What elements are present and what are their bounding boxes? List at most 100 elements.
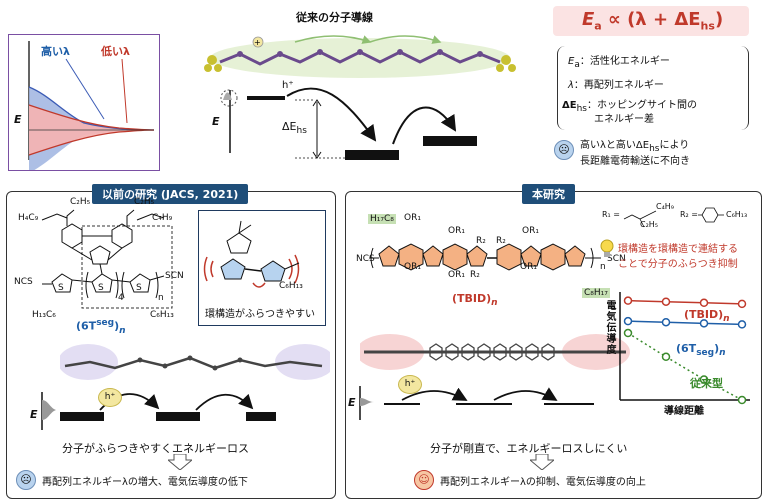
left-energy-label: E <box>30 408 38 421</box>
energy-axis-label: E <box>14 113 22 126</box>
c2h5-left: C₂H₅ <box>70 197 91 207</box>
c8h17-label: C₈H₁₇ <box>582 288 610 298</box>
series-line-1 <box>627 320 743 326</box>
conductivity-chart <box>619 292 750 405</box>
r1-c2h5: C₂H₅ <box>640 220 659 229</box>
ncs-right: NCS <box>356 254 375 264</box>
c4h9-right: C₄H₉ <box>152 213 173 223</box>
left-caption: 分子がふらつきやすくエネルギーロス <box>62 442 249 455</box>
series-2-point-1 <box>661 352 671 362</box>
r2-c6h13: C₆H₁₃ <box>726 210 748 219</box>
previous-study-panel <box>6 191 336 499</box>
series-label-conventional: 従来型 <box>690 377 723 390</box>
right-energy-label: E <box>348 396 356 409</box>
series-line-0 <box>627 299 743 305</box>
conclusion-line2: 長距離電荷輸送に不向き <box>580 156 690 167</box>
subscript-4: 4 <box>118 293 124 303</box>
series-2-point-3 <box>737 395 747 405</box>
tip-line2: ことで分子のふらつき抑制 <box>618 259 738 270</box>
top-hopping-diagram <box>220 87 477 160</box>
series-0-point-1 <box>661 297 671 306</box>
tbid-label: (TBID)n <box>452 292 498 309</box>
high-lambda-label: 高いλ <box>41 45 70 58</box>
chart-xlabel: 導線距離 <box>664 406 704 417</box>
scn-left: SCN <box>165 271 184 281</box>
c6h13-left: H₁₃C₆ <box>32 310 56 320</box>
legend-box <box>557 46 749 130</box>
right-hole-badge: h⁺ <box>398 375 422 394</box>
ring-flexibility-inset: C₆H₁₃ 環構造がふらつきやすい <box>198 210 326 326</box>
series-1-point-1 <box>661 317 671 327</box>
h17c8-label: H₁₇C₈ <box>368 214 396 224</box>
r1-definition: R₁ = <box>602 210 621 219</box>
series-1-point-2 <box>699 319 709 328</box>
c6h13-right: C₆H₁₃ <box>150 310 174 320</box>
r2-bot-a: R₂ <box>470 270 480 280</box>
svg-text:+: + <box>254 38 261 47</box>
r2-definition: R₂ = <box>680 210 699 219</box>
left-down-arrow-icon <box>168 454 192 470</box>
chart-ylabel: 電気伝導度 <box>604 300 615 355</box>
series-line-2 <box>627 332 743 401</box>
series-0-point-2 <box>699 298 709 308</box>
tbid-chain <box>360 334 630 370</box>
legend-lambda: λ：再配列エネルギー <box>568 80 664 91</box>
or1-bot-left: OR₁ <box>404 262 421 272</box>
series-0-point-3 <box>737 299 747 309</box>
or1-bot-right: OR₁ <box>520 262 537 272</box>
c2h5-right: C₂H₅ <box>134 197 155 207</box>
series-1-point-0 <box>623 316 633 326</box>
tip-line1: 環構造を環構造で連結する <box>618 244 738 255</box>
series-label-tbid: (TBID)n <box>684 308 730 325</box>
series-2-point-2 <box>699 375 709 384</box>
sad-face-icon: ☹ <box>554 140 574 160</box>
c4h9-left: H₄C₉ <box>18 213 39 223</box>
low-lambda-fill <box>29 105 154 130</box>
or1-top-mid: OR₁ <box>448 226 465 236</box>
top-hole-label: h⁺ <box>282 80 294 91</box>
energy-distribution-box: 高いλ 低いλ E <box>8 34 160 173</box>
left-hopping-diagram <box>41 392 276 430</box>
inset-c6h13: C₆H₁₃ <box>279 281 303 291</box>
activation-formula: Ea ∝ (λ + ΔEhs) <box>582 9 724 33</box>
tbid-structure <box>369 243 601 271</box>
6tseg-structure <box>41 209 173 309</box>
n-right: n <box>600 262 606 272</box>
series-2-point-0 <box>623 328 633 338</box>
subscript-n: n <box>158 293 164 303</box>
r2-top-b: R₂ <box>496 236 506 246</box>
series-0-point-0 <box>623 296 633 305</box>
r2-phenyl-drawing <box>698 207 724 223</box>
s-atom-1: S <box>58 283 64 293</box>
s-atom-2: S <box>98 283 104 293</box>
r2-top-a: R₂ <box>476 236 486 246</box>
this-study-tag: 本研究 <box>522 184 575 204</box>
previous-study-tag: 以前の研究 (JACS, 2021) <box>92 184 249 204</box>
legend-ea: Ea：活性化エネルギー <box>568 56 670 70</box>
conventional-molecule-chain: + <box>204 35 516 78</box>
lightbulb-icon <box>600 239 614 257</box>
legend-dehs-cont: エネルギー差 <box>594 114 654 125</box>
formula-box <box>553 6 749 36</box>
left-sad-face-icon: ☹ <box>16 470 36 490</box>
delta-ehs-label: ΔEhs <box>282 120 307 137</box>
or1-top-left: OR₁ <box>404 213 421 223</box>
or1-bot-mid: OR₁ <box>448 270 465 280</box>
left-result: 再配列エネルギーλの増大、電気伝導度の低下 <box>42 477 248 488</box>
right-caption: 分子が剛直で、エネルギーロスしにくい <box>430 442 628 455</box>
series-label-6tseg: (6Tseg)n <box>676 342 726 359</box>
scn-right: SCN <box>607 254 626 264</box>
happy-face-icon: ☺ <box>414 470 434 490</box>
energy-distribution-plot <box>28 41 155 173</box>
legend-dehs: ΔEhs：ホッピングサイト間の <box>562 100 697 114</box>
conclusion-line1: 高いλと高いΔEhsにより <box>580 140 690 154</box>
top-energy-label: E <box>212 115 220 128</box>
6tseg-chain <box>60 344 330 380</box>
left-hole-badge: h⁺ <box>98 388 122 407</box>
r1-chain-drawing <box>623 210 657 228</box>
flexible-ring-drawing <box>203 220 300 288</box>
r1-c4h9: C₄H₉ <box>656 202 675 211</box>
or1-top-right: OR₁ <box>522 226 539 236</box>
right-down-arrow-icon <box>530 454 554 470</box>
6tseg-label: (6Tseg)n <box>76 318 126 336</box>
